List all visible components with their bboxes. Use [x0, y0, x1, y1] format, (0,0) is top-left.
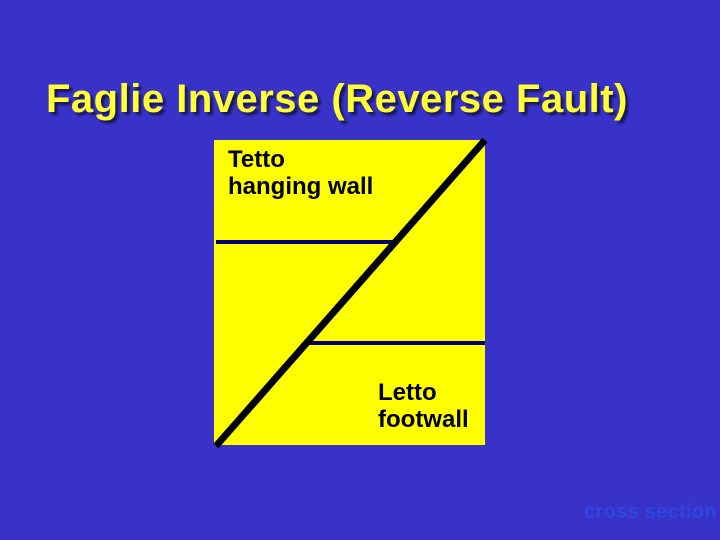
fault-line [213, 137, 488, 449]
hanging-wall-label: Tetto hanging wall [228, 146, 373, 200]
cross-section-caption: cross section [584, 501, 717, 523]
fault-diagram-lines [213, 137, 488, 449]
footwall-label: Letto footwall [378, 379, 469, 433]
hanging-wall-label-line2: hanging wall [228, 173, 374, 200]
footwall-label-line2: footwall [378, 406, 469, 433]
slide-title: Faglie Inverse (Reverse Fault) [46, 76, 628, 121]
footwall-label-line1: Letto [378, 379, 437, 406]
hanging-wall-label-line1: Tetto [228, 146, 285, 173]
fault-cross-section-diagram: Tetto hanging wall Letto footwall [213, 137, 488, 449]
